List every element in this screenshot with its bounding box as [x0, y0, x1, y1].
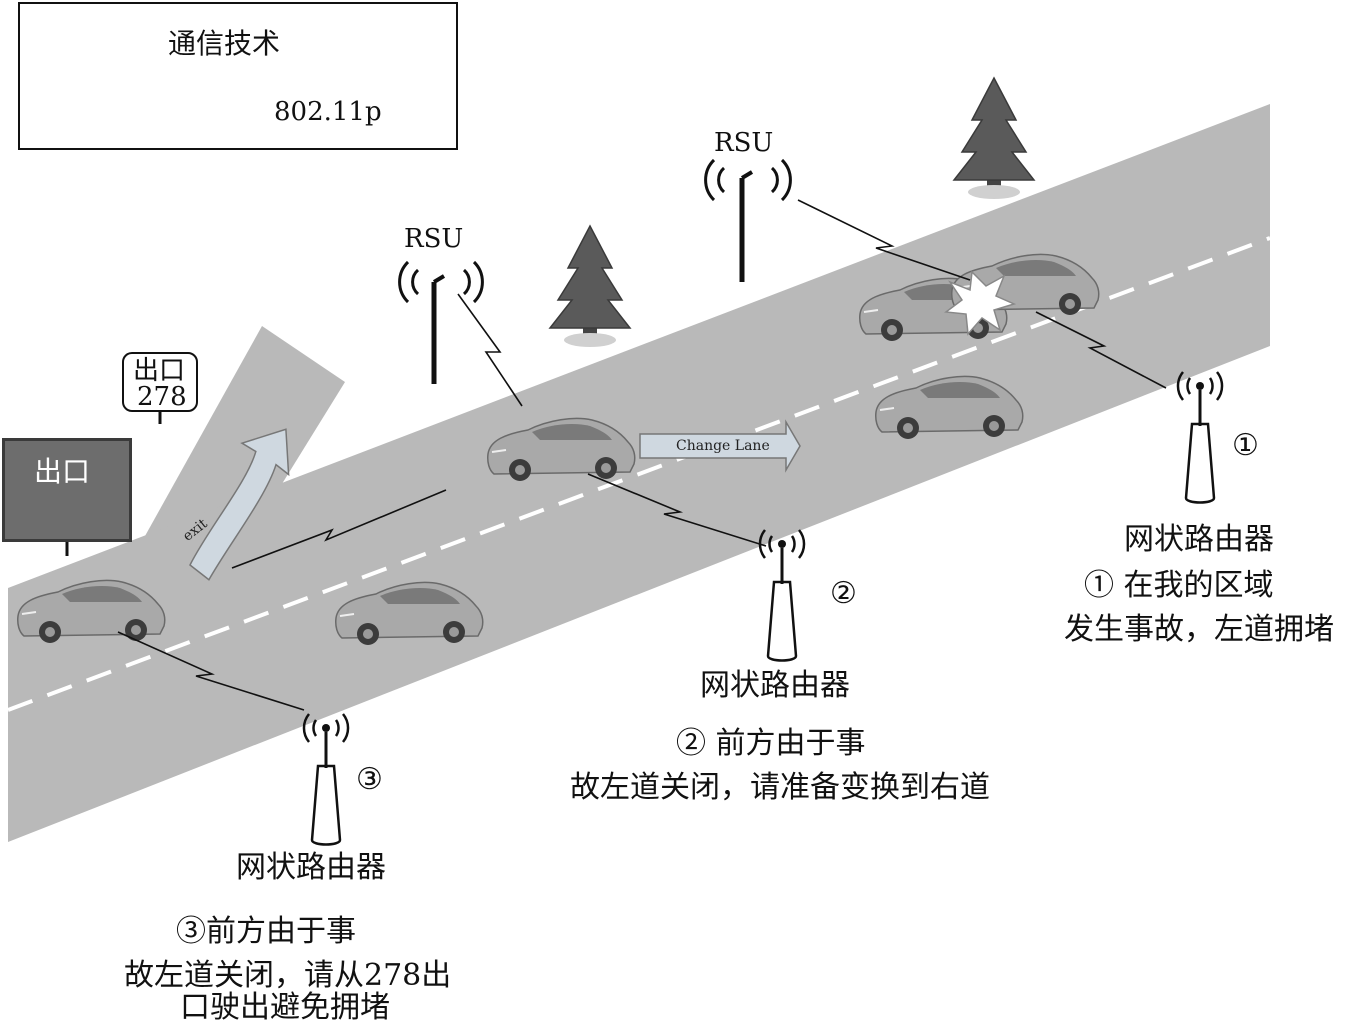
wireless-link: [1035, 311, 1167, 389]
message-2-line2: 故左道关闭，请准备变换到右道: [570, 770, 990, 805]
lane-divider: [7, 236, 1271, 712]
exit-arrow: [189, 428, 290, 581]
rsu-label: RSU: [404, 224, 464, 254]
legend-title: 通信技术: [168, 27, 281, 60]
wireless-links: [117, 199, 1167, 711]
change-lane-arrow: [639, 419, 801, 473]
router-label: 网状路由器: [236, 850, 386, 885]
router-label: 网状路由器: [700, 668, 850, 703]
message-3-line1: ③前方由于事: [176, 914, 356, 949]
exit-sign: [2, 438, 132, 542]
exit-tag-line1: 出口: [133, 356, 186, 386]
tree-icon: [953, 77, 1035, 200]
router-label: 网状路由器: [1124, 522, 1274, 557]
change-lane-label: Change Lane: [676, 438, 770, 454]
mesh-router-icon: [1176, 370, 1224, 504]
rsu-antenna-icon: [398, 260, 484, 384]
exit-sign-label: 出口: [34, 455, 91, 488]
message-1-line1: ① 在我的区域: [1084, 568, 1274, 603]
exit-tag-line2: 278: [137, 382, 187, 412]
tree-icon: [549, 225, 631, 348]
wireless-link: [117, 631, 305, 711]
exit-tag: [122, 352, 198, 412]
wireless-link: [797, 199, 971, 281]
exit-ramp: [140, 326, 345, 545]
mesh-router-icon: [302, 712, 350, 846]
message-3-line3: 口驶出避免拥堵: [180, 990, 390, 1025]
wireless-link: [587, 473, 767, 547]
message-2-line1: ② 前方由于事: [676, 726, 866, 761]
message-3-line2: 故左道关闭，请从278出: [124, 958, 452, 993]
wireless-link: [231, 489, 447, 569]
router-number: ③: [356, 762, 383, 797]
router-number: ②: [830, 576, 857, 611]
router-number: ①: [1232, 428, 1259, 463]
wireless-link: [457, 293, 523, 407]
legend-link-label: 802.11p: [274, 97, 382, 127]
collision-burst-icon: [944, 270, 1017, 336]
rsu-label: RSU: [714, 128, 774, 158]
legend-box: [18, 2, 458, 150]
mesh-router-icon: [758, 528, 806, 662]
rsu-antenna-icon: [704, 158, 792, 282]
message-1-line2: 发生事故，左道拥堵: [1064, 612, 1334, 647]
